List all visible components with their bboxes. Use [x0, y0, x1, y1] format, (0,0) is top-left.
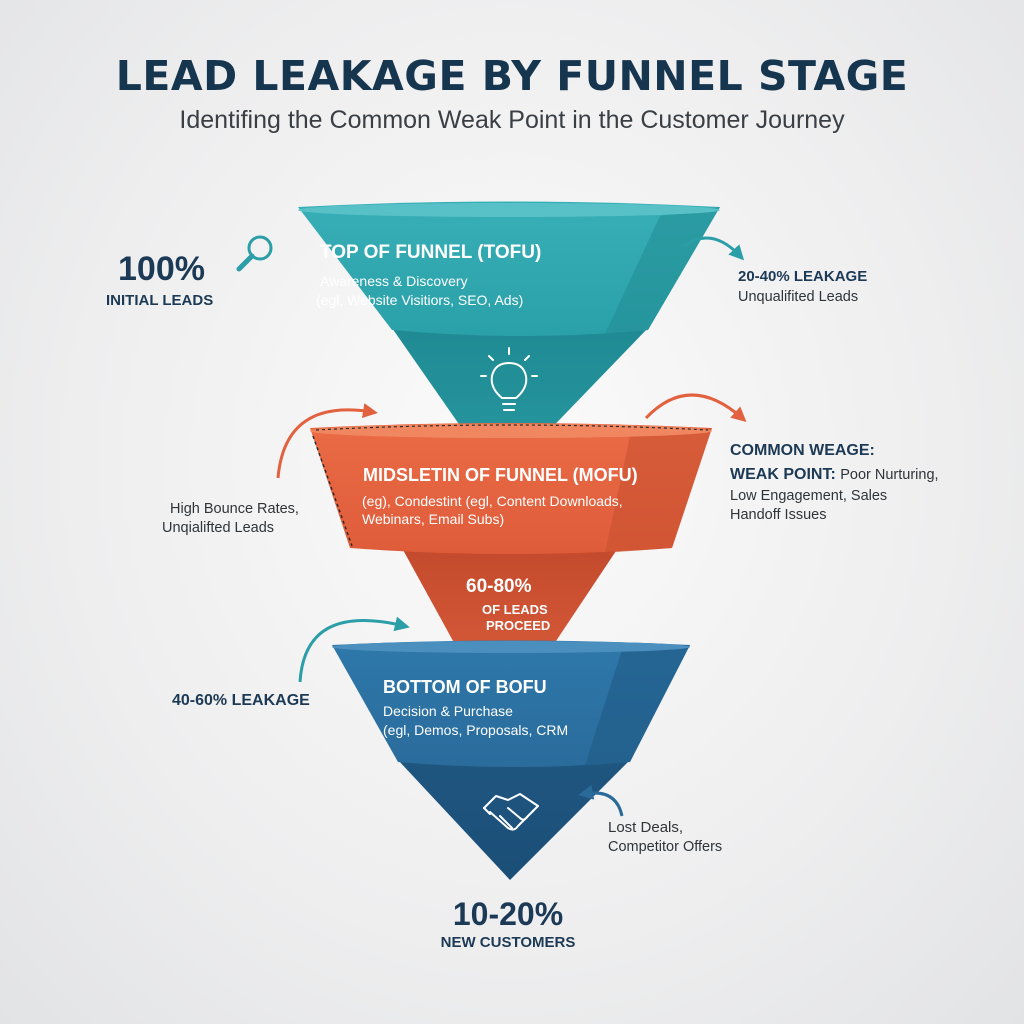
mofu-line1: (eg), Condestint (egl, Content Downloads… — [362, 493, 623, 509]
mofu-cone — [402, 548, 618, 650]
initial-leads-value: 100% — [118, 250, 205, 288]
arrow-mofu-left — [276, 403, 378, 479]
bofu-title: BOTTOM OF BOFU — [383, 677, 547, 697]
weak-point-heading: COMMON WEAGE: — [730, 442, 875, 459]
tofu-line2: (egl, Website Visitiors, SEO, Ads) — [316, 292, 524, 308]
final-label: NEW CUSTOMERS — [440, 934, 576, 951]
handshake-icon — [483, 793, 539, 831]
arrow-tofu-right — [683, 236, 745, 261]
mofu-left-line2: Unqialifted Leads — [162, 520, 275, 536]
weak-point-text2: Low Engagement, Sales — [730, 488, 888, 504]
tofu-line1: Awareness & Discovery — [320, 273, 468, 289]
weak-point-text1: Poor Nurturing, — [840, 467, 939, 483]
page-title: LEAD LEAKAGE BY FUNNEL STAGE — [115, 52, 909, 100]
bofu-band-shade — [585, 645, 690, 765]
tofu-band — [298, 201, 720, 336]
initial-leads-label: INITIAL LEADS — [106, 292, 214, 309]
tofu-rim — [298, 203, 720, 217]
tofu-band-shade — [605, 207, 720, 334]
tofu-leakage-label: 20-40% LEAKAGE — [738, 268, 868, 285]
arrow-mofu-right — [644, 393, 747, 422]
mofu-throat-value: 60-80% — [466, 576, 532, 597]
mofu-throat-line1: OF LEADS — [482, 602, 548, 617]
weak-point-label: WEAK POINT: — [730, 466, 836, 483]
mofu-line2: Webinars, Email Subs) — [362, 511, 505, 527]
bofu-line2: (egl, Demos, Proposals, CRM — [383, 722, 569, 738]
tofu-cone — [392, 328, 648, 440]
lightbulb-icon — [480, 347, 538, 411]
magnifier-icon — [236, 235, 273, 272]
tofu-title: TOP OF FUNNEL (TOFU) — [320, 242, 542, 263]
bofu-cone — [398, 760, 630, 880]
mofu-throat-line2: PROCEED — [486, 618, 551, 633]
tofu-leakage-text: Unqualifited Leads — [738, 289, 859, 305]
arrow-lost — [578, 784, 624, 817]
lost-line2: Competitor Offers — [608, 839, 723, 855]
arrow-bofu-left — [298, 616, 410, 683]
weak-point-text3: Handoff Issues — [730, 507, 827, 523]
mofu-rim — [310, 424, 712, 438]
mofu-band — [310, 423, 712, 554]
weak-point-row: WEAK POINT: Poor Nurturing, — [730, 466, 939, 485]
page-subtitle: Identifing the Common Weak Point in the … — [179, 106, 845, 134]
mofu-dashed-edge — [312, 435, 353, 547]
bofu-line1: Decision & Purchase — [383, 703, 513, 719]
bofu-leakage-label: 40-60% LEAKAGE — [172, 692, 310, 709]
lost-line1: Lost Deals, — [608, 819, 684, 836]
final-value: 10-20% — [452, 896, 564, 932]
bofu-rim — [332, 641, 690, 653]
mofu-title: MIDSLETIN OF FUNNEL (MOFU) — [363, 465, 638, 485]
mofu-left-line1: High Bounce Rates, — [170, 501, 299, 517]
mofu-band-shade — [605, 428, 712, 553]
